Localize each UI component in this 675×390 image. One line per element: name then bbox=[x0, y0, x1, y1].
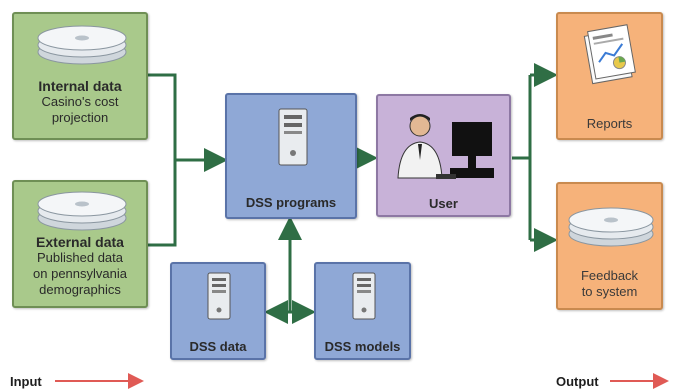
dss-programs-box: DSS programs bbox=[225, 93, 357, 219]
external-data-desc-line3: demographics bbox=[39, 282, 121, 297]
internal-data-box: Internal data Casino's cost projection bbox=[12, 12, 148, 140]
disc-icon bbox=[568, 207, 654, 247]
dss-models-box: DSS models bbox=[314, 262, 411, 360]
output-footer-label: Output bbox=[556, 374, 599, 389]
reports-box: Reports bbox=[556, 12, 663, 140]
external-data-desc-line1: Published data bbox=[36, 250, 123, 265]
internal-data-desc-line1: Casino's cost bbox=[41, 94, 119, 109]
dss-models-label: DSS models bbox=[324, 339, 401, 354]
external-data-title: External data bbox=[36, 234, 124, 250]
feedback-label-line2: to system bbox=[581, 284, 638, 299]
external-data-box: External data Published data on pennsylv… bbox=[12, 180, 148, 308]
user-box: User bbox=[376, 94, 511, 217]
disc-icon bbox=[37, 25, 127, 65]
internal-to-merge-line bbox=[147, 73, 177, 160]
external-to-merge-line bbox=[147, 160, 177, 247]
person-at-computer-icon bbox=[397, 114, 494, 179]
internal-data-title: Internal data bbox=[38, 78, 122, 94]
reports-label: Reports bbox=[586, 116, 633, 131]
dss-programs-label: DSS programs bbox=[245, 195, 337, 210]
dss-data-label: DSS data bbox=[189, 339, 247, 354]
server-icon bbox=[278, 108, 308, 166]
server-icon bbox=[207, 272, 231, 320]
feedback-box: Feedback to system bbox=[556, 182, 663, 310]
input-footer-label: Input bbox=[10, 374, 42, 389]
dss-data-box: DSS data bbox=[170, 262, 266, 360]
user-label: User bbox=[429, 196, 458, 211]
internal-data-desc-line2: projection bbox=[51, 110, 109, 125]
feedback-label-line1: Feedback bbox=[580, 268, 639, 283]
server-icon bbox=[352, 272, 376, 320]
report-pages-icon bbox=[583, 24, 636, 85]
external-data-desc-line2: on pennsylvania bbox=[33, 266, 127, 281]
disc-icon bbox=[37, 191, 127, 231]
